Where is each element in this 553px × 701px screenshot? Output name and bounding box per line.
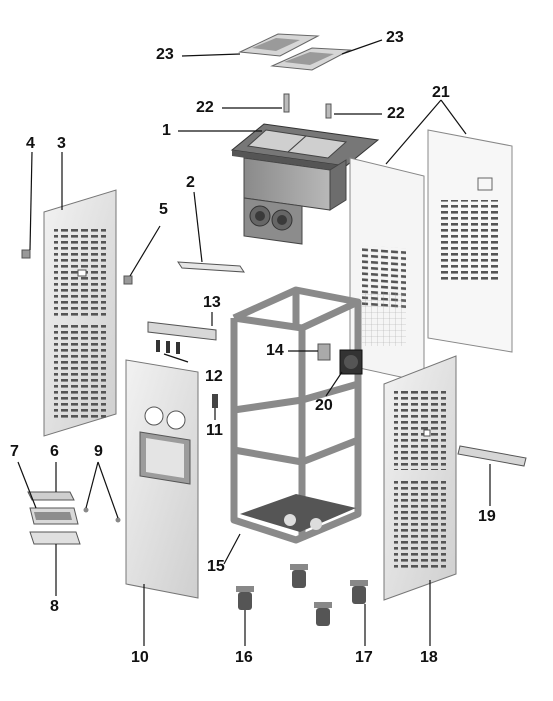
callout-22-left: 22 xyxy=(196,99,214,116)
part-5-clip xyxy=(123,275,133,285)
part-22-pins xyxy=(283,93,332,119)
part-15-frame-floor xyxy=(240,494,356,532)
part-18-side-panel xyxy=(383,355,457,601)
part-14-plate xyxy=(317,343,331,361)
callout-5: 5 xyxy=(159,201,168,218)
part-caster-b xyxy=(314,602,332,626)
callout-9: 9 xyxy=(94,443,103,460)
part-8-tray-base xyxy=(29,531,81,545)
callout-12: 12 xyxy=(205,368,223,385)
callout-1: 1 xyxy=(162,122,171,139)
callout-23-right: 23 xyxy=(386,29,404,46)
part-10-front-panel xyxy=(125,359,199,599)
part-3-side-panel xyxy=(43,189,117,437)
part-2-bracket xyxy=(177,261,245,273)
part-11-fitting xyxy=(212,394,218,408)
part-13-bracket xyxy=(147,321,217,341)
callout-14: 14 xyxy=(266,342,284,359)
callout-7: 7 xyxy=(10,443,19,460)
callout-21: 21 xyxy=(432,84,450,101)
part-17-caster xyxy=(350,580,368,604)
callout-8: 8 xyxy=(50,598,59,615)
part-19-bracket xyxy=(457,445,527,467)
callout-16: 16 xyxy=(235,649,253,666)
callout-19: 19 xyxy=(478,508,496,525)
leader-lines xyxy=(17,39,491,646)
callout-6: 6 xyxy=(50,443,59,460)
callout-20: 20 xyxy=(315,397,333,414)
callout-3: 3 xyxy=(57,135,66,152)
part-7-drip-tray xyxy=(29,507,79,525)
callout-17: 17 xyxy=(355,649,373,666)
callout-4: 4 xyxy=(26,135,35,152)
part-4-clip xyxy=(21,249,31,259)
part-20-fan xyxy=(339,349,363,375)
part-21-rear-panels xyxy=(349,129,513,383)
callout-18: 18 xyxy=(420,649,438,666)
part-23-lids xyxy=(238,33,352,71)
part-12-switches xyxy=(156,340,180,354)
part-6-tray-cover xyxy=(27,491,75,501)
callout-10: 10 xyxy=(131,649,149,666)
callout-23-left: 23 xyxy=(156,46,174,63)
callout-11: 11 xyxy=(206,422,223,439)
part-caster-a xyxy=(290,564,308,588)
part-16-caster xyxy=(236,586,254,610)
callout-13: 13 xyxy=(203,294,221,311)
callout-15: 15 xyxy=(207,558,225,575)
callout-2: 2 xyxy=(186,174,195,191)
callout-22-right: 22 xyxy=(387,105,405,122)
part-9-screws xyxy=(83,507,121,523)
part-1-hopper-assembly xyxy=(230,123,380,245)
